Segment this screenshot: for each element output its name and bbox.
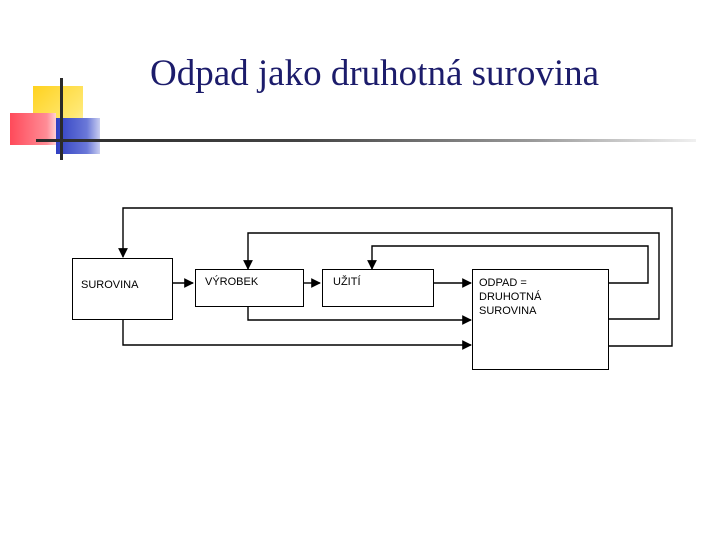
node-vyrobek-label: VÝROBEK	[205, 275, 258, 289]
node-surovina: SUROVINA	[72, 258, 173, 320]
node-odpad-label-line2: DRUHOTNÁ	[479, 290, 541, 304]
node-odpad: ODPAD = DRUHOTNÁ SUROVINA	[472, 269, 609, 370]
node-odpad-label-line1: ODPAD =	[479, 276, 527, 290]
edge-surovina-odpad	[123, 309, 471, 345]
edge-vyrobek-odpad	[248, 307, 471, 320]
node-uziti: UŽITÍ	[322, 269, 434, 307]
node-vyrobek: VÝROBEK	[195, 269, 304, 307]
node-uziti-label: UŽITÍ	[333, 275, 361, 289]
node-surovina-label: SUROVINA	[81, 278, 138, 292]
node-odpad-label-line3: SUROVINA	[479, 304, 536, 318]
